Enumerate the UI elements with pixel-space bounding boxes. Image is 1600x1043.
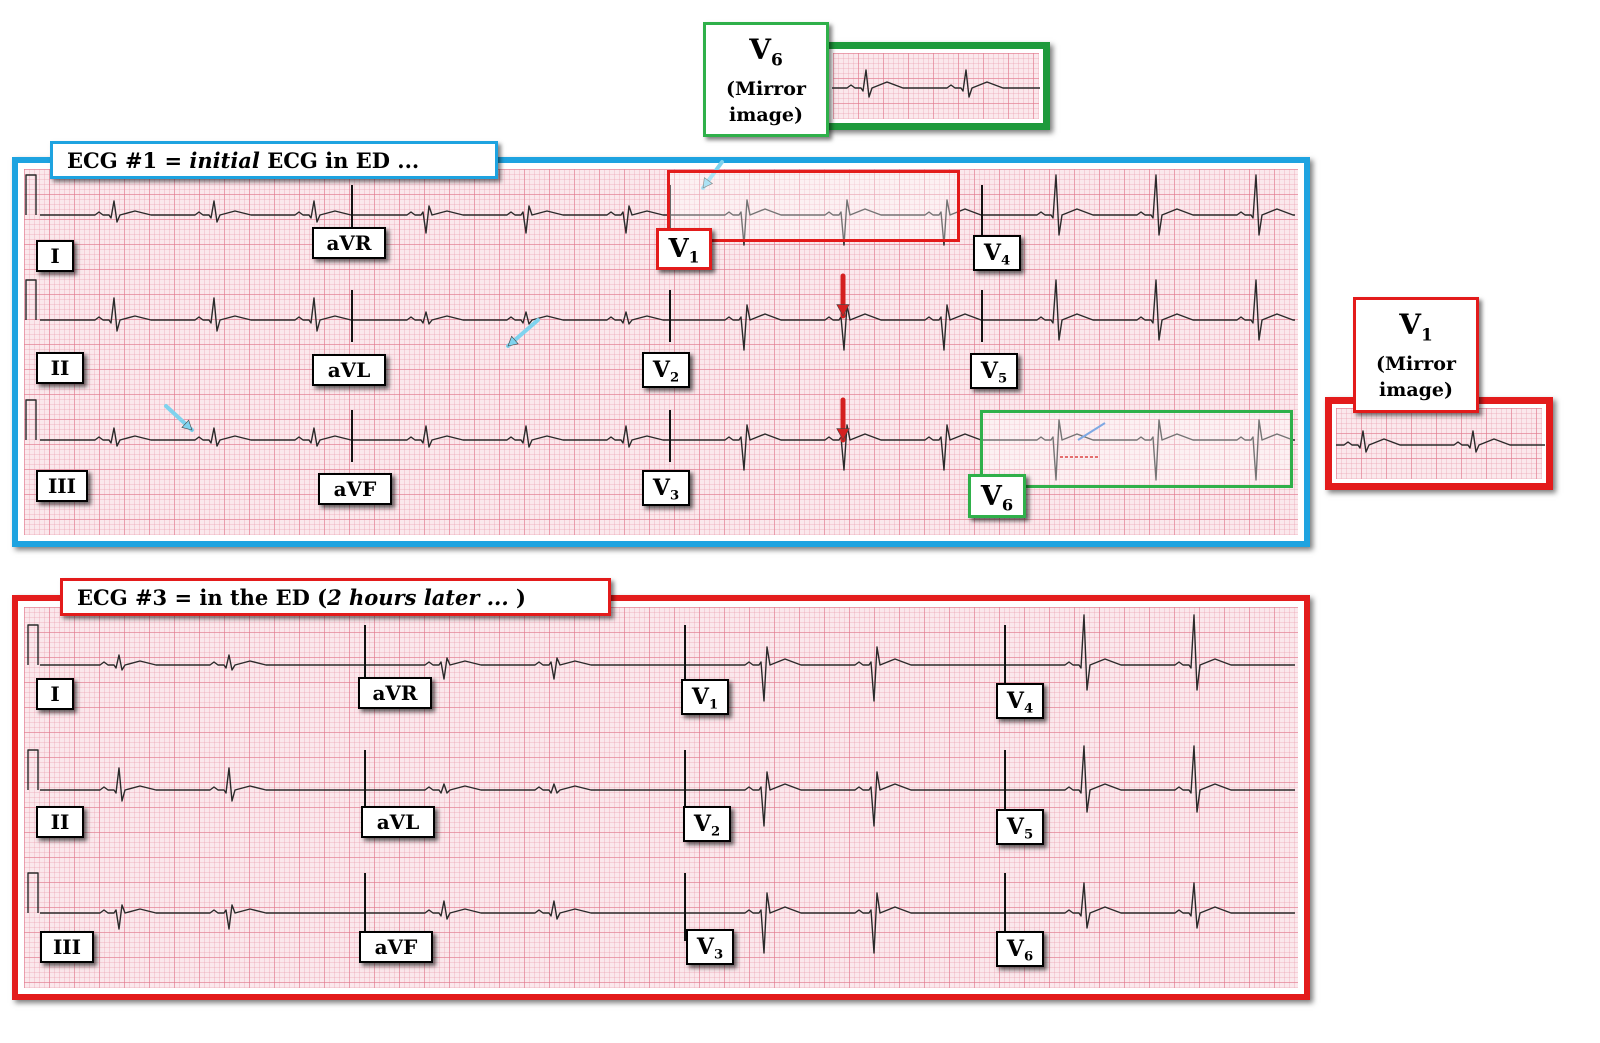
ecg3-trace-r2-c2 <box>365 783 685 794</box>
avl-blue-arrow <box>506 318 540 348</box>
v1-mirror-lead: V <box>1399 308 1421 341</box>
ecg1-trace-r2-c3 <box>670 304 982 351</box>
ecg1-calibration-pulse-3 <box>25 399 37 440</box>
ecg3-lead-V6: V6 <box>996 931 1044 967</box>
ecg1-title: ECG #1 = initial ECG in ED ... <box>50 141 498 179</box>
ecg3-lead-V4: V4 <box>996 683 1044 719</box>
ecg3-lead-V1: V1 <box>681 679 729 715</box>
ecg1-trace-r2-c4 <box>982 279 1295 341</box>
v1-mirror-strip-grid <box>1336 408 1542 479</box>
ecg1-title-italic: initial <box>189 147 260 173</box>
ecg1-lead-aVR: aVR <box>312 227 386 259</box>
ecg1-calibration-pulse-1 <box>25 174 37 215</box>
ecg3-lead-II: II <box>36 806 84 838</box>
v3-red-arrow <box>836 397 850 443</box>
ecg3-lead-aVR: aVR <box>358 677 432 709</box>
ecg3-calibration-pulse-1 <box>27 624 39 665</box>
ecg1-calibration-pulse-2 <box>25 279 37 320</box>
ecg1-lead-V1: V1 <box>656 228 712 270</box>
ecg1-trace-r1-c2 <box>352 205 670 234</box>
v1-mirror-sub: 1 <box>1420 325 1433 346</box>
ecg3-lead-V2: V2 <box>683 806 731 842</box>
ecg3-trace-r1-c1 <box>40 654 365 671</box>
ecg1-trace-r3-c4 <box>982 419 1295 481</box>
ecg3-title-italic: 2 hours later ... <box>327 584 509 610</box>
ecg3-trace-r3-c2 <box>365 900 685 920</box>
v1-mirror-label: V1 (Mirror image) <box>1353 297 1479 413</box>
v6-mirror-trace <box>832 69 1040 98</box>
ecg3-title-suffix: ) <box>508 584 526 610</box>
ecg1-trace-r3-c3 <box>670 424 982 471</box>
ecg3-lead-aVF: aVF <box>359 931 433 963</box>
ecg3-trace-r1-c2 <box>365 657 685 680</box>
ecg1-lead-II: II <box>36 352 84 384</box>
ecg1-trace-r2-c1 <box>40 297 352 332</box>
v6-mirror-label: V6 (Mirror image) <box>703 22 829 137</box>
ecg3-trace-r3-c1 <box>40 904 365 930</box>
ecg1-trace-r3-c2 <box>352 425 670 448</box>
ecg3-trace-r2-c3 <box>685 771 1005 827</box>
ecg3-trace-r3-c4 <box>1005 882 1295 929</box>
v2-red-arrow <box>836 273 850 319</box>
ecg1-title-suffix: ECG in ED ... <box>259 147 420 173</box>
ecg3-calibration-pulse-2 <box>27 749 39 790</box>
ecg1-title-prefix: ECG #1 = <box>67 147 190 173</box>
ecg1-lead-I: I <box>36 240 74 272</box>
ecg3-trace-r2-c1 <box>40 767 365 802</box>
v1-mirror-strip-frame <box>1325 397 1553 490</box>
ecg1-lead-III: III <box>36 470 88 502</box>
v1-highlight-box <box>667 170 960 242</box>
ecg1-trace-r1-c1 <box>40 200 352 223</box>
ecg1-lead-V5: V5 <box>970 353 1018 389</box>
ecg3-lead-V3: V3 <box>686 929 734 965</box>
ecg1-lead-V3: V3 <box>642 470 690 506</box>
ecg3-trace-r1-c4 <box>1005 614 1295 691</box>
ecg3-lead-aVL: aVL <box>361 806 435 838</box>
v1-mirror-trace <box>1336 430 1545 453</box>
ecg1-lead-aVL: aVL <box>312 354 386 386</box>
v6-slope-marker <box>1077 422 1106 441</box>
ecg1-trace-r3-c1 <box>40 427 352 447</box>
v6-mirror-caption-1: (Mirror <box>726 77 806 100</box>
v6-mirror-caption-2: image) <box>729 103 803 126</box>
ecg1-trace-r2-c2 <box>352 311 670 325</box>
ecg3-trace-r3-c3 <box>685 892 1005 954</box>
ecg1-trace-r1-c4 <box>982 174 1295 236</box>
ecg1-lead-V4: V4 <box>973 235 1021 271</box>
v1-mirror-caption-1: (Mirror <box>1376 352 1456 375</box>
ecg3-lead-III: III <box>40 931 94 963</box>
ecg3-title: ECG #3 = in the ED (2 hours later ... ) <box>60 578 611 616</box>
ecg3-lead-V5: V5 <box>996 809 1044 845</box>
ecg1-lead-V2: V2 <box>642 352 690 388</box>
ecg3-trace-r1-c3 <box>685 646 1005 702</box>
ecg3-title-prefix: ECG #3 = in the ED ( <box>77 584 328 610</box>
v1-blue-arrow <box>701 160 724 190</box>
ecg3-lead-I: I <box>36 678 74 710</box>
ecg3-trace-r2-c4 <box>1005 745 1295 813</box>
v6-mirror-sub: 6 <box>770 50 783 71</box>
ecg1-lead-aVF: aVF <box>318 473 392 505</box>
ecg3-calibration-pulse-3 <box>27 872 39 913</box>
ecg1-lead-V6: V6 <box>968 474 1026 518</box>
v6-highlight-box <box>980 410 1293 488</box>
v1-mirror-caption-2: image) <box>1379 378 1453 401</box>
lead-iii-blue-arrow <box>164 404 194 432</box>
v6-mirror-lead: V <box>749 33 771 66</box>
